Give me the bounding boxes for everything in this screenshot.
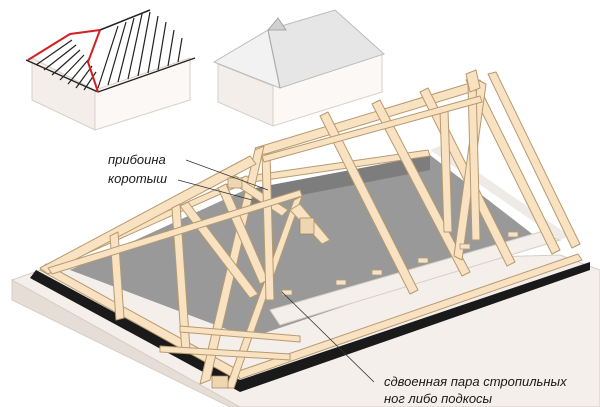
label-doubled-rafters-line1: сдвоенная пара стропильных (384, 374, 567, 389)
label-doubled-rafters-line2: ног либо подкосы (384, 391, 493, 406)
nail-plates (211, 177, 315, 389)
thumbnail-hip-roof-house (212, 9, 385, 127)
leader-lines (177, 159, 375, 383)
timber-frame (39, 69, 583, 389)
label-priboina: прибоина (108, 152, 166, 167)
mauerlat-blocks (281, 231, 519, 296)
label-korotysh: коротыш (108, 171, 168, 186)
thumbnail-rafter-house (25, 9, 196, 131)
